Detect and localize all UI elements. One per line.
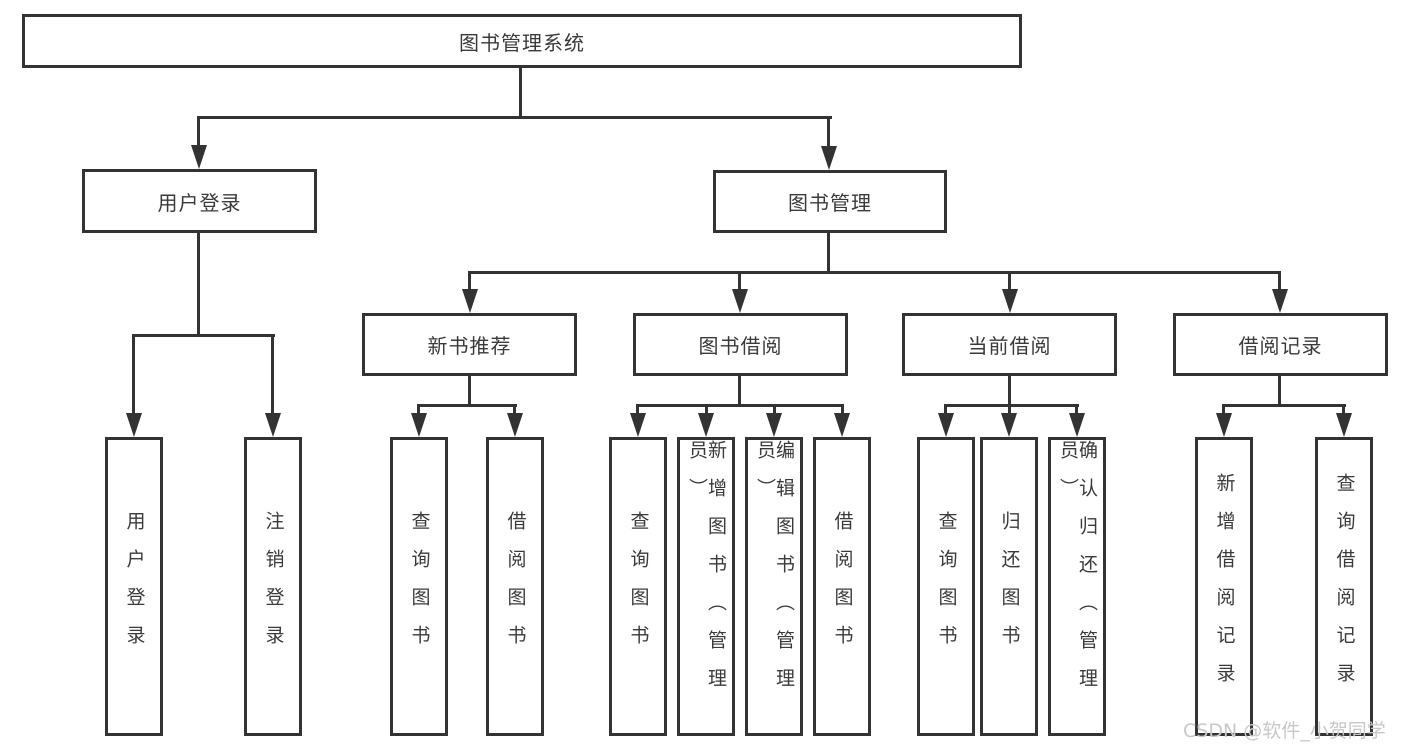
- arrowhead-icon: [766, 413, 782, 437]
- connector-book-management-stem: [827, 233, 830, 274]
- arrowhead-icon: [938, 413, 954, 437]
- connector-drop-leaf: [944, 404, 947, 415]
- leaf-label: 新增借阅记录: [1213, 472, 1236, 701]
- connector-split: [944, 404, 1079, 407]
- arrowhead-icon: [191, 145, 207, 169]
- leaf-label: 查询图书: [627, 510, 650, 663]
- arrowhead-icon: [126, 413, 142, 437]
- arrowhead-icon: [1001, 413, 1017, 437]
- leaf-query-books-borrowing: 查询图书: [609, 437, 667, 736]
- connector-drop-leaf: [132, 334, 135, 415]
- node-library-management-system: 图书管理系统: [22, 14, 1022, 68]
- leaf-label: 借阅图书: [504, 510, 527, 663]
- connector-drop-level3: [738, 271, 741, 292]
- connector-drop-leaf: [841, 404, 844, 415]
- arrowhead-icon: [732, 289, 748, 313]
- leaf-user-login: 用户登录: [105, 437, 163, 736]
- connector-drop-book-management: [827, 116, 830, 148]
- leaf-borrow-books-recommend: 借阅图书: [486, 437, 544, 736]
- arrowhead-icon: [507, 413, 523, 437]
- leaf-label: 新增图书（管理员）: [686, 440, 727, 706]
- connector-drop-leaf: [1222, 404, 1225, 415]
- connector-split: [636, 404, 844, 407]
- connector-drop-level3: [1008, 271, 1011, 292]
- connector-split: [1222, 404, 1346, 407]
- arrowhead-icon: [834, 413, 850, 437]
- node-user-login: 用户登录: [82, 169, 317, 233]
- arrowhead-icon: [1336, 413, 1352, 437]
- arrowhead-icon: [1069, 413, 1085, 437]
- leaf-query-borrow-record: 查询借阅记录: [1315, 437, 1373, 736]
- connector-drop-user-login: [197, 116, 200, 148]
- arrowhead-icon: [1216, 413, 1232, 437]
- connector-drop-leaf: [636, 404, 639, 415]
- connector-drop-leaf: [705, 404, 708, 415]
- node-book-borrowing: 图书借阅: [633, 313, 848, 376]
- leaf-label: 查询图书: [408, 510, 431, 663]
- arrowhead-icon: [630, 413, 646, 437]
- arrowhead-icon: [462, 289, 478, 313]
- connector-drop-level3: [1278, 271, 1281, 292]
- connector-root-stem: [519, 66, 522, 117]
- leaf-add-book-admin: 新增图书（管理员）: [677, 437, 735, 736]
- leaf-query-books-current: 查询图书: [917, 437, 975, 736]
- connector-stem: [1008, 376, 1011, 407]
- connector-root-split: [197, 116, 832, 119]
- arrowhead-icon: [821, 146, 837, 170]
- connector-drop-leaf: [271, 334, 274, 415]
- connector-drop-leaf: [417, 404, 420, 415]
- leaf-label: 注销登录: [262, 510, 285, 663]
- node-current-borrowing: 当前借阅: [902, 313, 1117, 376]
- connector-stem: [738, 376, 741, 407]
- leaf-label: 用户登录: [123, 510, 146, 663]
- leaf-confirm-return-admin: 确认归还（管理员）: [1048, 437, 1106, 736]
- connector-user-login-split: [132, 334, 275, 337]
- connector-drop-leaf: [773, 404, 776, 415]
- node-borrowing-records: 借阅记录: [1173, 313, 1388, 376]
- arrowhead-icon: [698, 413, 714, 437]
- connector-book-management-split: [468, 271, 1281, 274]
- leaf-label: 归还图书: [998, 510, 1021, 663]
- leaf-borrow-books-borrowing: 借阅图书: [813, 437, 871, 736]
- leaf-label: 查询借阅记录: [1333, 472, 1356, 701]
- leaf-return-book: 归还图书: [980, 437, 1038, 736]
- arrowhead-icon: [411, 413, 427, 437]
- leaf-label: 查询图书: [935, 510, 958, 663]
- node-new-book-recommend: 新书推荐: [362, 313, 577, 376]
- leaf-label: 确认归还（管理员）: [1057, 440, 1098, 706]
- connector-drop-level3: [468, 271, 471, 292]
- leaf-edit-book-admin: 编辑图书（管理员）: [745, 437, 803, 736]
- leaf-logout: 注销登录: [244, 437, 302, 736]
- connector-drop-leaf: [1008, 404, 1011, 415]
- leaf-label: 编辑图书（管理员）: [754, 440, 795, 706]
- connector-stem: [1278, 376, 1281, 407]
- arrowhead-icon: [1002, 289, 1018, 313]
- arrowhead-icon: [1272, 289, 1288, 313]
- leaf-query-books-recommend: 查询图书: [390, 437, 448, 736]
- connector-drop-leaf: [1075, 404, 1078, 415]
- connector-drop-leaf: [1342, 404, 1345, 415]
- connector-split: [417, 404, 517, 407]
- leaf-add-borrow-record: 新增借阅记录: [1195, 437, 1253, 736]
- watermark: CSDN @软件_小贺同学: [1183, 720, 1386, 742]
- node-book-management: 图书管理: [713, 170, 947, 233]
- connector-stem: [468, 376, 471, 407]
- leaf-label: 借阅图书: [831, 510, 854, 663]
- connector-user-login-stem: [197, 233, 200, 337]
- arrowhead-icon: [265, 413, 281, 437]
- connector-drop-leaf: [513, 404, 516, 415]
